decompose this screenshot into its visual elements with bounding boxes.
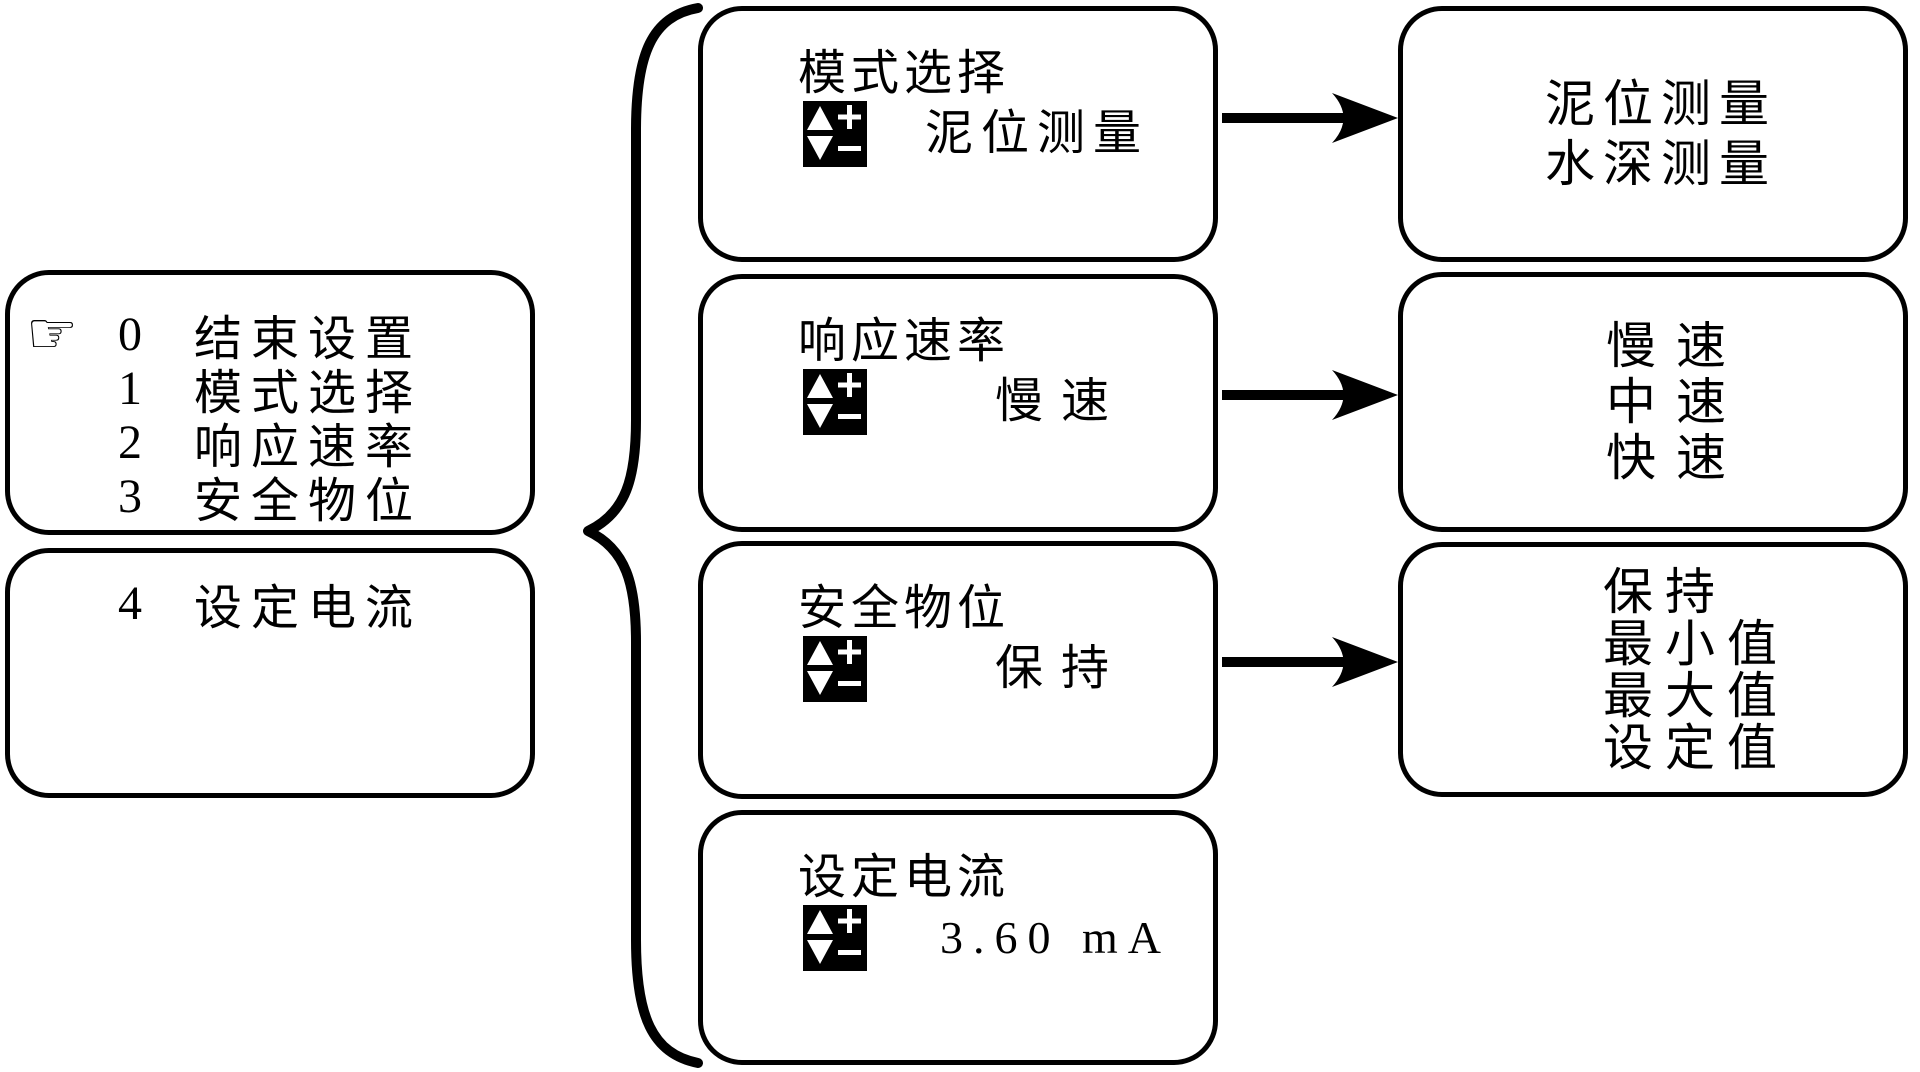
adjust-icon bbox=[803, 101, 867, 167]
menu-item-end-setup: ☞ 0 结束设置 bbox=[10, 299, 530, 367]
adjust-icon bbox=[803, 905, 867, 971]
right-arrow-icon bbox=[1222, 93, 1398, 143]
right-arrow-icon bbox=[1222, 370, 1398, 420]
screen-value: 保持 bbox=[995, 642, 1128, 695]
menu-item-label: 响应速率 bbox=[194, 421, 423, 474]
option-item: 最小值 bbox=[1603, 615, 1789, 672]
right-arrow-icon bbox=[1222, 637, 1398, 687]
option-item: 设定值 bbox=[1603, 719, 1789, 776]
option-item: 泥位测量 bbox=[1545, 76, 1777, 132]
menu-item-label: 安全物位 bbox=[194, 475, 423, 528]
option-item: 中速 bbox=[1606, 374, 1746, 430]
menu-item-number: 3 bbox=[118, 469, 142, 523]
menu-item-number: 4 bbox=[118, 576, 142, 630]
screen-title: 设定电流 bbox=[798, 851, 1011, 904]
screen-box-safe-level: 安全物位 保持 bbox=[698, 541, 1218, 799]
screen-title: 模式选择 bbox=[798, 47, 1011, 100]
main-menu-box-page1: ☞ 0 结束设置 1 模式选择 2 响应速率 3 安全物位 bbox=[5, 270, 535, 535]
screen-box-mode-select: 模式选择 泥位测量 bbox=[698, 6, 1218, 262]
screen-value: 泥位测量 bbox=[925, 107, 1150, 160]
adjust-icon bbox=[803, 369, 867, 435]
menu-item-number: 2 bbox=[118, 415, 142, 469]
option-item: 保持 bbox=[1603, 563, 1727, 620]
screen-value: 3.60 mA bbox=[940, 912, 1171, 963]
menu-item-mode-select: 1 模式选择 bbox=[10, 353, 530, 421]
main-menu-box-page2: 4 设定电流 bbox=[5, 548, 535, 798]
menu-item-safe-level: 3 安全物位 bbox=[10, 461, 530, 529]
screen-box-set-current: 设定电流 3.60 mA bbox=[698, 810, 1218, 1065]
menu-item-set-current: 4 设定电流 bbox=[10, 568, 530, 636]
menu-item-label: 设定电流 bbox=[194, 582, 423, 635]
menu-item-label: 模式选择 bbox=[194, 367, 423, 420]
screen-box-response-rate: 响应速率 慢速 bbox=[698, 274, 1218, 532]
option-item: 水深测量 bbox=[1545, 136, 1777, 192]
menu-item-label: 结束设置 bbox=[194, 313, 423, 366]
option-item: 最大值 bbox=[1603, 667, 1789, 724]
options-box-safe-level: 保持 最小值 最大值 设定值 bbox=[1398, 542, 1908, 797]
menu-item-number: 0 bbox=[118, 307, 142, 361]
screen-title: 安全物位 bbox=[798, 582, 1011, 635]
adjust-icon bbox=[803, 636, 867, 702]
screen-value: 慢速 bbox=[995, 375, 1128, 428]
menu-item-response-rate: 2 响应速率 bbox=[10, 407, 530, 475]
option-item: 慢速 bbox=[1606, 318, 1746, 374]
screen-title: 响应速率 bbox=[798, 315, 1011, 368]
curly-brace-icon bbox=[583, 3, 703, 1068]
options-box-mode-select: 泥位测量 水深测量 bbox=[1398, 6, 1908, 262]
option-item: 快速 bbox=[1606, 430, 1746, 486]
pointer-hand-icon: ☞ bbox=[26, 301, 78, 366]
options-box-response-rate: 慢速 中速 快速 bbox=[1398, 272, 1908, 532]
menu-item-number: 1 bbox=[118, 361, 142, 415]
